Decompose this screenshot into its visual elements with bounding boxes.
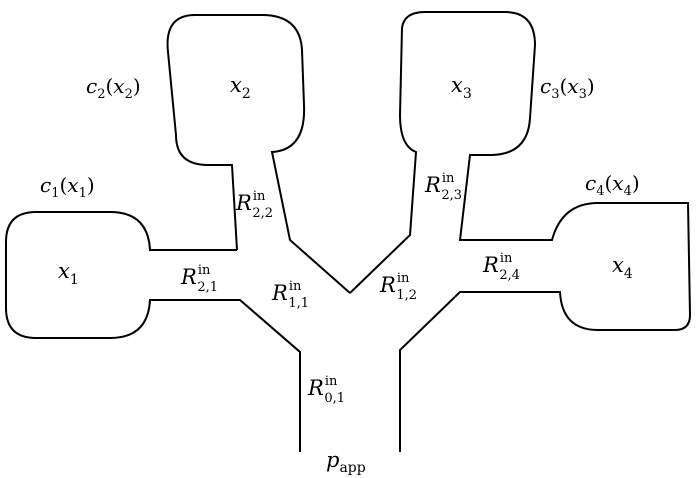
label-x1: x1 (58, 259, 79, 288)
label-c2: c2(x2) (86, 74, 141, 102)
chamber-x1-outline (5, 211, 301, 452)
chamber-x2-outline (166, 14, 351, 294)
label-c4: c4(x4) (585, 171, 640, 199)
label-x4: x4 (612, 253, 633, 282)
label-papp: papp (326, 448, 366, 476)
label-x3: x3 (451, 73, 472, 102)
label-x2: x2 (230, 73, 251, 102)
chamber-x3-outline (349, 11, 692, 452)
label-c1: c1(x1) (40, 173, 95, 201)
label-c3: c3(x3) (540, 74, 595, 102)
